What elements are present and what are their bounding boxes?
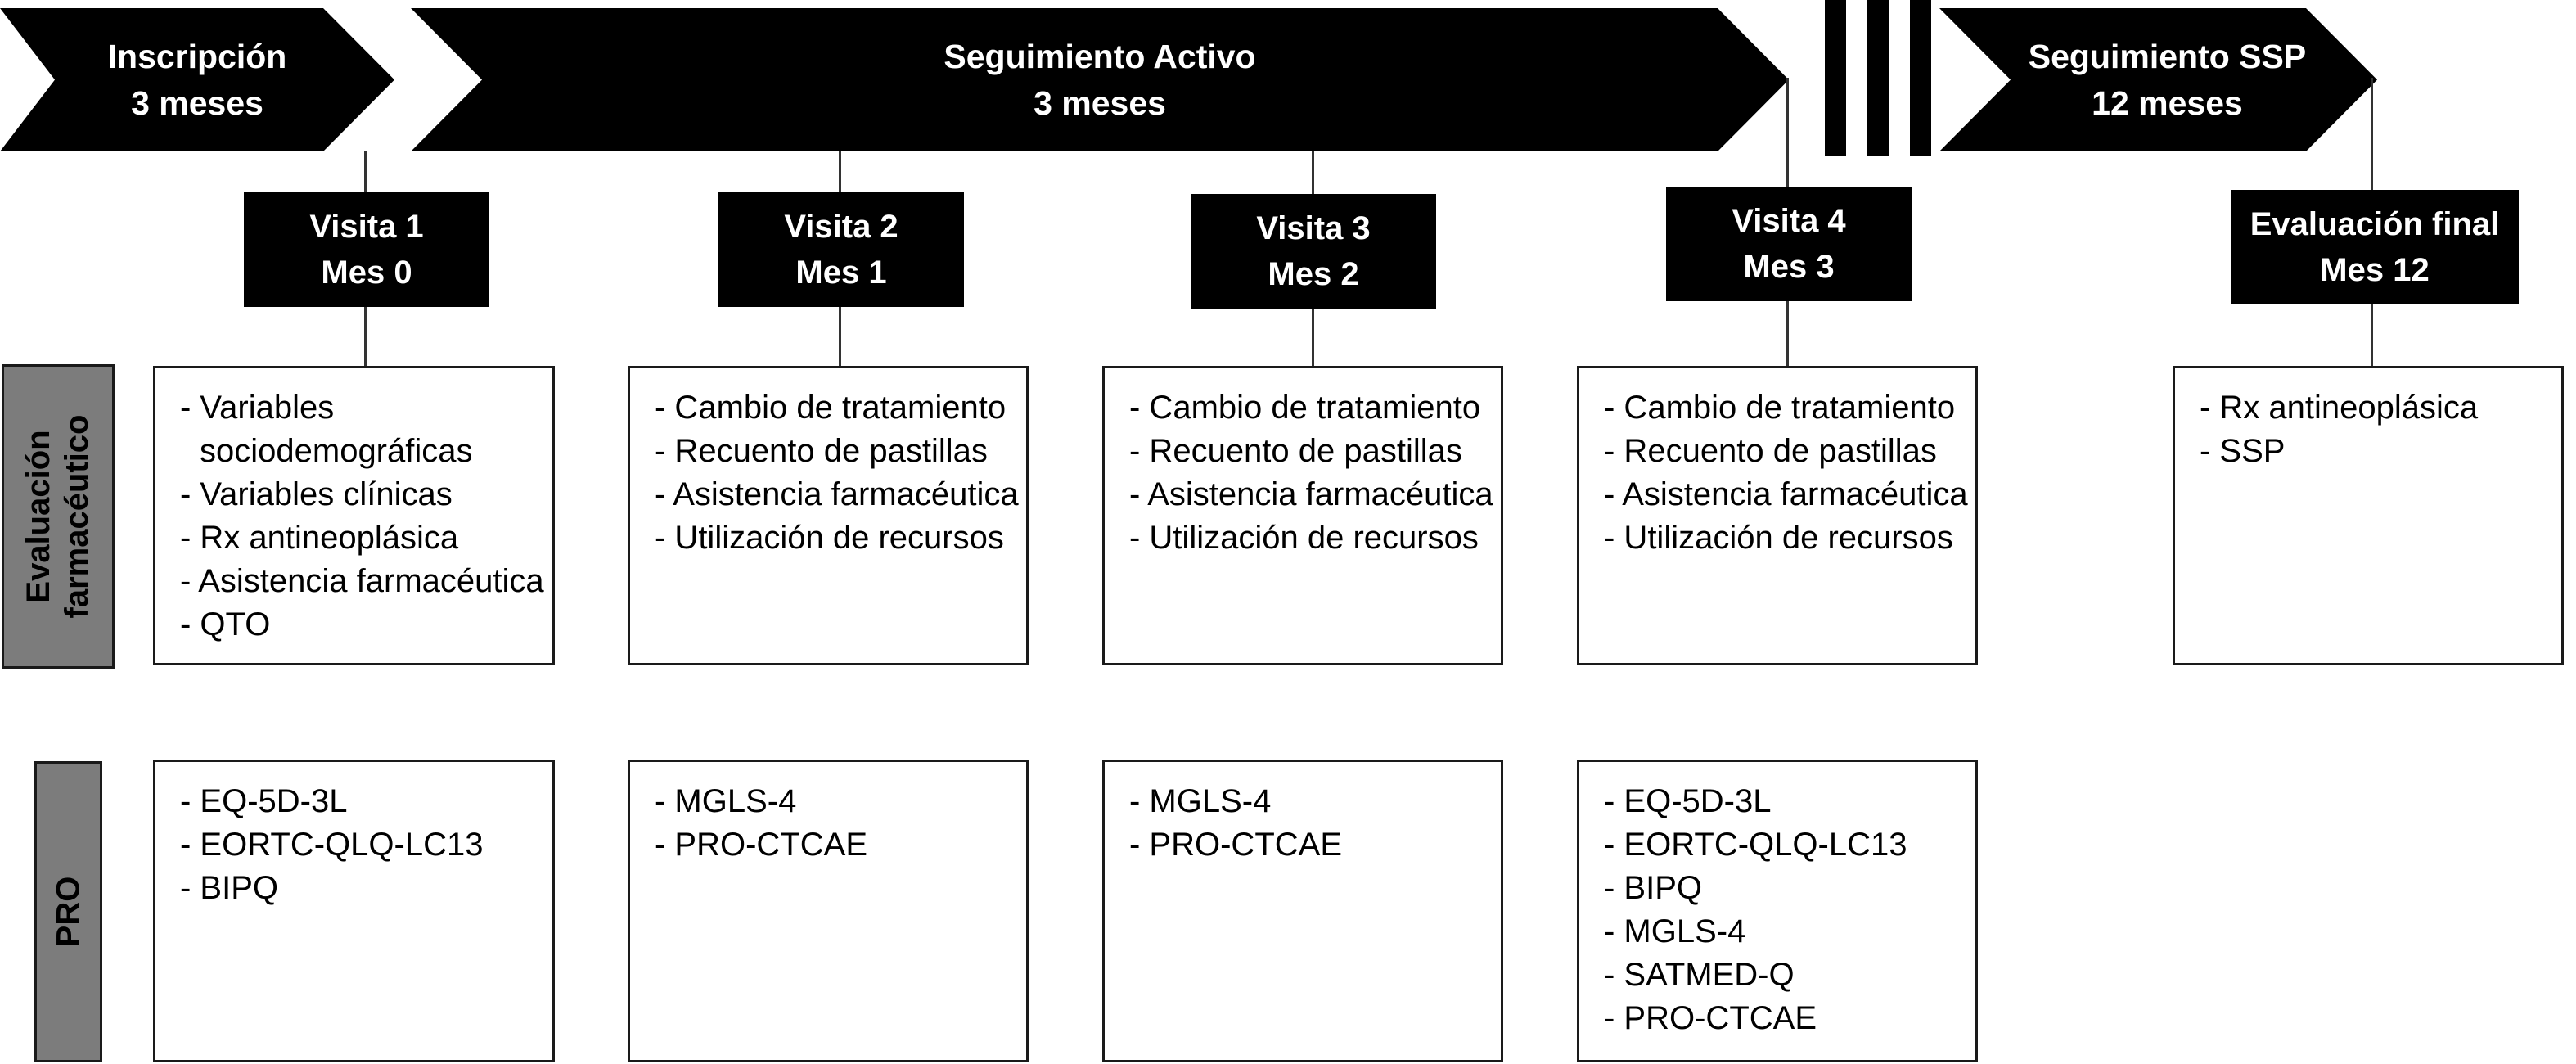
list-item: - SSP [2200,433,2286,469]
pro-box-visit3: - MGLS-4 - PRO-CTCAE [1102,760,1503,1062]
phase-arrow-seguimiento-activo: Seguimiento Activo 3 meses [411,8,1789,151]
connector-line [839,307,841,366]
list-item: - Cambio de tratamiento [655,390,1007,426]
list-item: - Asistencia farmacéutica [180,563,544,599]
visit-title: Visita 3 [1256,210,1371,246]
phase-title: Seguimiento Activo [943,37,1256,75]
eval-box-visit4: - Cambio de tratamiento - Recuento de pas… [1577,366,1978,665]
list-item: - Recuento de pastillas [1604,433,1937,469]
list-item: - Asistencia farmacéutica [655,476,1019,512]
list-item: - PRO-CTCAE [655,827,867,863]
list-item: - EORTC-QLQ-LC13 [180,827,484,863]
list-item: - EQ-5D-3L [180,783,348,819]
list-item: - EORTC-QLQ-LC13 [1604,827,1907,863]
phase-duration: 12 meses [2092,83,2243,122]
list-item: - Cambio de tratamiento [1129,390,1481,426]
list-item: - Variables sociodemográficas [180,390,473,469]
phase-duration: 3 meses [1034,83,1166,122]
list-item: - Utilización de recursos [1129,520,1479,556]
list-item: - SATMED-Q [1604,957,1795,993]
pro-box-visit2: - MGLS-4 - PRO-CTCAE [628,760,1029,1062]
connector-line [2371,78,2373,190]
pro-box-visit4: - EQ-5D-3L - EORTC-QLQ-LC13 - BIPQ - MGLS-4… [1577,760,1978,1062]
visit-box-3: Visita 3 Mes 2 [1191,194,1436,309]
connector-line [1786,78,1789,187]
visit-month: Mes 1 [795,255,887,291]
row-label-evaluacion-farmaceutico: Evaluación farmacéutico [2,364,115,669]
list-item: - Rx antineoplásica [2200,390,2479,426]
visit-box-2: Visita 2 Mes 1 [718,192,964,307]
visit-box-final: Evaluación final Mes 12 [2231,190,2519,304]
visit-month: Mes 12 [2320,252,2430,288]
row-label-text: Evaluación farmacéutico [20,414,95,619]
phase-arrow-seguimiento-ssp: Seguimiento SSP 12 meses [1939,8,2377,151]
visit-title: Evaluación final [2249,206,2500,242]
visit-month: Mes 0 [321,255,412,291]
connector-line [1312,309,1314,366]
visit-title: Visita 1 [309,209,424,245]
visit-title: Visita 2 [784,209,898,245]
connector-line [2371,304,2373,366]
timeline-break-bar [1867,0,1889,156]
phase-title: Inscripción [107,37,287,75]
list-item: - Utilización de recursos [1604,520,1953,556]
list-item: - Asistencia farmacéutica [1129,476,1493,512]
list-item: - Rx antineoplásica [180,520,459,556]
list-item: - BIPQ [180,870,279,906]
pro-box-visit1: - EQ-5D-3L - EORTC-QLQ-LC13 - BIPQ [153,760,555,1062]
list-item: - MGLS-4 [1129,783,1272,819]
timeline-break-bar [1910,0,1931,156]
eval-box-visit2: - Cambio de tratamiento - Recuento de pas… [628,366,1029,665]
phase-title: Seguimiento SSP [2028,37,2307,75]
visit-title: Visita 4 [1732,203,1846,239]
list-item: - Cambio de tratamiento [1604,390,1956,426]
phase-duration: 3 meses [131,83,263,122]
eval-box-final: - Rx antineoplásica - SSP [2173,366,2564,665]
connector-line [1786,301,1789,366]
row-label-text: PRO [50,876,86,948]
phase-arrow-inscripcion: Inscripción 3 meses [0,8,394,151]
list-item: - Recuento de pastillas [1129,433,1462,469]
list-item: - MGLS-4 [1604,913,1746,949]
list-item: - Utilización de recursos [655,520,1004,556]
list-item: - Recuento de pastillas [655,433,988,469]
list-item: - MGLS-4 [655,783,797,819]
connector-line [364,151,367,192]
list-item: - PRO-CTCAE [1604,1000,1817,1036]
list-item: - QTO [180,606,271,642]
row-label-pro: PRO [34,761,102,1062]
eval-box-visit3: - Cambio de tratamiento - Recuento de pas… [1102,366,1503,665]
timeline-break-bar [1825,0,1846,156]
list-item: - Asistencia farmacéutica [1604,476,1968,512]
connector-line [1312,151,1314,194]
visit-month: Mes 3 [1743,249,1835,285]
eval-box-visit1: - Variables sociodemográficas - Variables… [153,366,555,665]
visit-box-1: Visita 1 Mes 0 [244,192,489,307]
visit-month: Mes 2 [1268,256,1359,292]
connector-line [839,151,841,192]
list-item: - PRO-CTCAE [1129,827,1342,863]
list-item: - Variables clínicas [180,476,453,512]
list-item: - EQ-5D-3L [1604,783,1772,819]
connector-line [364,307,367,366]
visit-box-4: Visita 4 Mes 3 [1666,187,1912,301]
list-item: - BIPQ [1604,870,1703,906]
